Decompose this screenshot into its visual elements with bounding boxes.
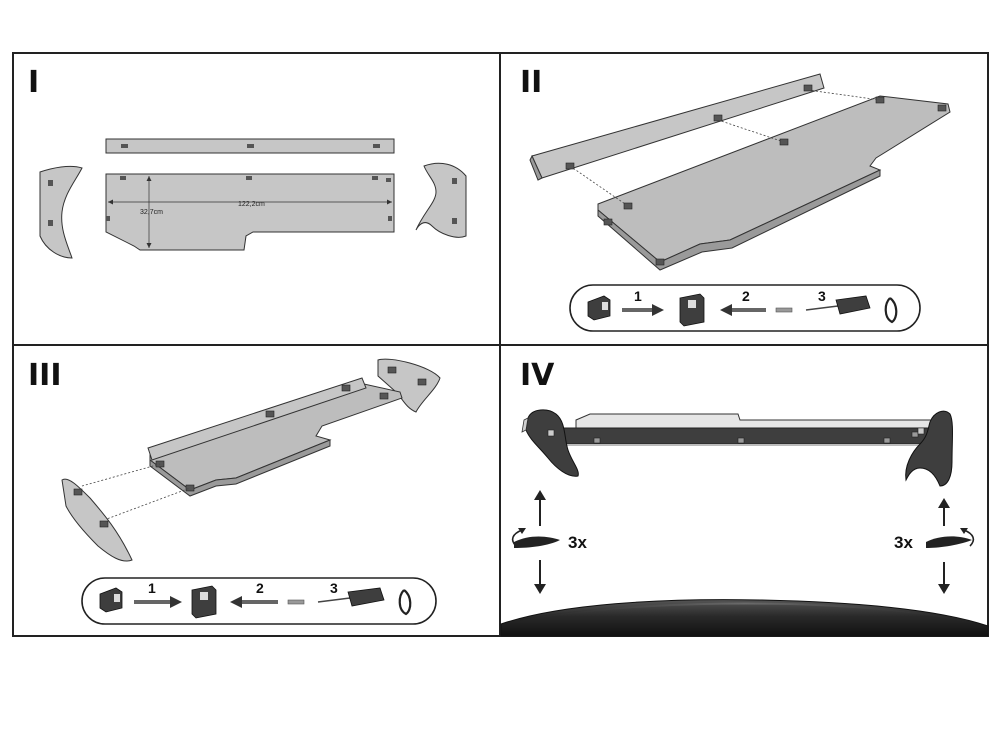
clip-hole — [688, 300, 696, 308]
step-sequence: 1 2 3 — [587, 288, 898, 327]
board-top — [575, 413, 943, 429]
rotate-arrow-icon — [963, 529, 975, 547]
step-number-3: 3 — [330, 580, 338, 596]
guide-line — [81, 463, 161, 487]
screwdriver-icon — [347, 587, 385, 607]
screw-icon — [775, 307, 793, 313]
screwdriver-icon — [835, 295, 871, 315]
arrowhead-icon — [720, 304, 732, 316]
mounted-clip-icon — [191, 585, 217, 619]
panel-4-label: IV — [520, 358, 555, 393]
strap-icon — [926, 536, 972, 548]
width-dimension: 32,7cm — [140, 209, 163, 216]
rotate-arrowhead-icon — [518, 528, 526, 534]
cap-clip — [99, 520, 109, 528]
screw-icon — [287, 599, 305, 605]
clip-hole — [602, 302, 608, 310]
step-number-2: 2 — [742, 288, 750, 304]
mounted-clip-icon — [679, 293, 705, 327]
strap-icon — [514, 536, 560, 548]
guide-line — [717, 119, 785, 143]
clip-hole — [114, 594, 120, 602]
cap-clip — [547, 429, 555, 437]
arrowhead-icon — [230, 596, 242, 608]
bar-edge — [552, 444, 932, 446]
strip-clip — [373, 144, 380, 148]
cap-clip — [48, 220, 53, 226]
left-end-cap-part — [61, 478, 133, 562]
repeat-count-right: 3x — [894, 533, 913, 552]
step-number-1: 1 — [148, 580, 156, 596]
down-arrowhead-icon — [534, 584, 546, 594]
main-board-part — [105, 173, 395, 251]
board-edge — [149, 439, 331, 497]
roof-highlight — [519, 602, 971, 623]
arrowhead-icon — [170, 596, 182, 608]
step-sequence: 1 2 3 — [99, 580, 412, 619]
cap-edge — [521, 417, 529, 433]
rotate-arrowhead-icon — [960, 528, 968, 534]
right-end-cap-part — [377, 358, 441, 413]
cap-clip — [417, 378, 427, 386]
step-number-3: 3 — [818, 288, 826, 304]
left-end-cap — [525, 409, 579, 477]
panel-3-label: III — [28, 358, 62, 393]
panel-2-label: II — [520, 65, 542, 100]
arrowhead-icon — [652, 304, 664, 316]
panel-1-label: I — [28, 65, 39, 100]
length-dimension: 122,2cm — [238, 201, 265, 208]
strip-clip — [247, 144, 254, 148]
clip-hole — [200, 592, 208, 600]
strip-clip — [121, 144, 128, 148]
panel-1: I 122,2cm 32,7cm — [28, 65, 467, 259]
rotate-arrow-icon — [511, 529, 523, 547]
main-board-part — [597, 95, 951, 263]
guide-line — [807, 89, 881, 101]
strip-edge — [529, 154, 543, 181]
cap-clip — [73, 488, 83, 496]
rotate-icon — [398, 589, 412, 616]
panel-2: II 1 2 3 — [520, 65, 951, 332]
up-arrowhead-icon — [534, 490, 546, 500]
panel-4: IV 3x 3x — [500, 358, 989, 637]
cap-clip — [452, 178, 457, 184]
cap-clip — [387, 366, 397, 374]
board-clips — [106, 176, 392, 221]
screwdriver-shaft — [317, 597, 351, 603]
repeat-count-left: 3x — [568, 533, 587, 552]
panel-3: III 1 — [28, 358, 441, 625]
right-end-cap — [905, 410, 953, 487]
step-number-1: 1 — [634, 288, 642, 304]
screwdriver-shaft — [805, 305, 839, 311]
bar-clips — [593, 431, 919, 444]
front-strip-part — [147, 377, 367, 461]
car-roof — [500, 599, 989, 637]
cap-clip — [917, 427, 925, 435]
right-end-cap-part — [415, 162, 467, 238]
board-edge — [597, 169, 881, 271]
down-arrowhead-icon — [938, 584, 950, 594]
guide-line — [103, 487, 191, 521]
step-number-2: 2 — [256, 580, 264, 596]
rotate-icon — [884, 297, 898, 324]
cap-clip — [452, 218, 457, 224]
left-end-cap-part — [39, 165, 83, 259]
up-arrowhead-icon — [938, 498, 950, 508]
cap-clip — [48, 180, 53, 186]
